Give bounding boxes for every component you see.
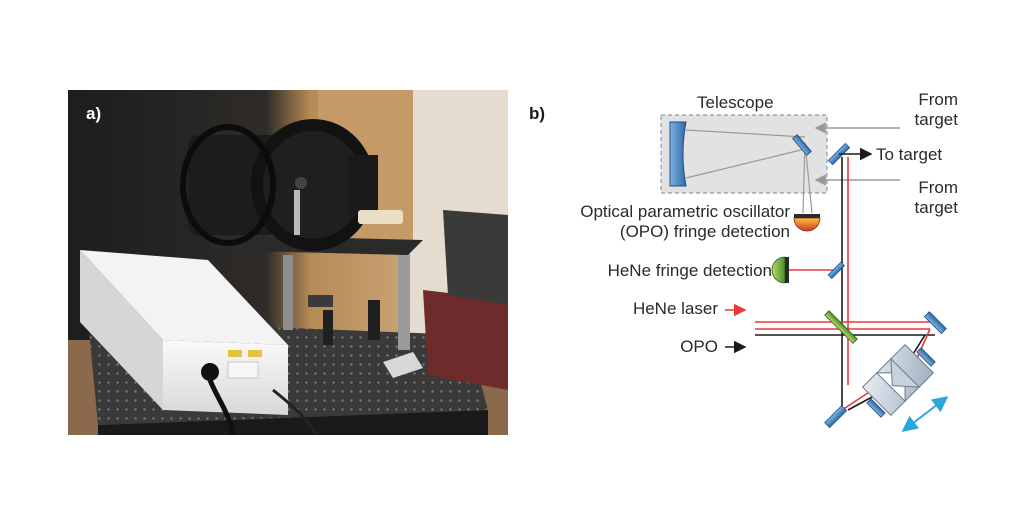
opo-detection-label: Optical parametric oscillator (OPO) frin…: [580, 202, 790, 241]
corner-mirror-bottom-icon: [824, 405, 848, 429]
photodetector-green-icon: [771, 256, 786, 284]
cube-mirror-top-icon: [916, 347, 936, 367]
hene-laser-label: HeNe laser: [632, 299, 718, 318]
corner-mirror-right-icon: [923, 311, 947, 335]
retroreflector-cube-icon: [861, 343, 935, 417]
pickoff-mirror-icon: [827, 261, 846, 280]
beam-splitter-icon: [824, 310, 858, 344]
optical-diagram: [660, 114, 949, 432]
panel-b-label: b): [529, 104, 546, 123]
hene-detection-label: HeNe fringe detection: [607, 261, 772, 280]
telescope-label: Telescope: [697, 93, 774, 112]
photo-instrument: [68, 90, 508, 435]
from-target-label-1: From target: [914, 90, 958, 129]
telescope-mirror-icon: [669, 121, 687, 187]
photodetector-orange-icon: [793, 217, 821, 232]
secondary-mirror-icon: [792, 134, 812, 156]
to-target-label: To target: [876, 145, 943, 164]
opo-label: OPO: [680, 337, 718, 356]
cube-mirror-bottom-icon: [866, 398, 886, 418]
telescope-box: [660, 114, 828, 194]
from-target-label-2: From target: [914, 178, 958, 217]
panel-a-label: a): [86, 104, 102, 123]
